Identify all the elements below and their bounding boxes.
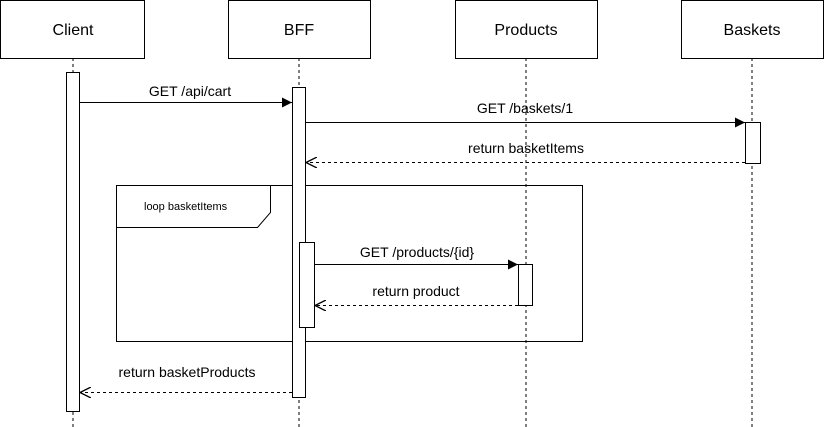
participant-baskets: Baskets [681, 0, 824, 59]
activation-client [66, 72, 80, 412]
activation-baskets [745, 122, 761, 164]
message-get-baskets-label: GET /baskets/1 [477, 100, 573, 116]
message-return-basket-products: return basketProducts [80, 364, 292, 393]
activation-bff-nested [299, 242, 315, 328]
message-return-basket-items-label: return basketItems [468, 140, 584, 156]
loop-frame-tab [116, 185, 271, 228]
message-get-api-cart: GET /api/cart [80, 83, 292, 108]
participant-client: Client [0, 0, 145, 59]
message-return-product-label: return product [372, 283, 459, 299]
message-return-basket-items: return basketItems [306, 140, 745, 163]
message-get-baskets: GET /baskets/1 [306, 100, 745, 128]
message-return-product: return product [315, 283, 518, 306]
loop-frame-border [116, 185, 583, 342]
message-get-products: GET /products/{id} [315, 244, 518, 270]
participant-products: Products [455, 0, 598, 59]
message-get-api-cart-label: GET /api/cart [149, 83, 231, 99]
activation-products [518, 264, 533, 306]
participant-baskets-label: Baskets [724, 22, 781, 39]
loop-frame: loop basketItems [116, 185, 583, 342]
message-return-basket-products-label: return basketProducts [119, 364, 256, 380]
participant-products-label: Products [494, 22, 557, 39]
message-get-products-label: GET /products/{id} [360, 244, 474, 260]
participant-client-label: Client [53, 22, 94, 39]
loop-frame-label: loop basketItems [144, 201, 228, 213]
participant-bff: BFF [228, 0, 371, 59]
participant-bff-label: BFF [284, 22, 314, 39]
